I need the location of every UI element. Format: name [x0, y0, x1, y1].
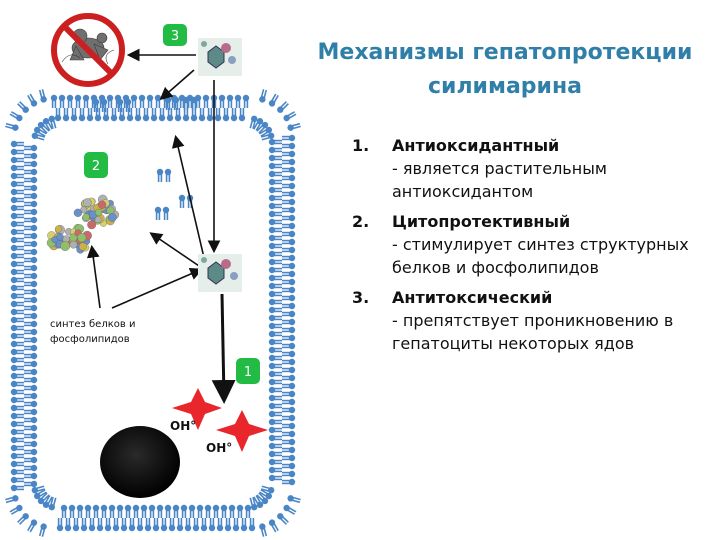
arrow-to-mid-lipids: [171, 134, 206, 263]
title-line-2: силимарина: [427, 74, 583, 99]
radical-label-1: OH°: [170, 419, 196, 433]
title-line-1: Механизмы гепатопротекции: [317, 40, 693, 65]
synthesis-label-line2: фосфолипидов: [50, 334, 130, 345]
mechanism-name: Антитоксический: [392, 288, 553, 307]
nucleus-icon: [100, 426, 180, 498]
mechanism-description: - препятствует проникновению в гепатоцит…: [392, 311, 674, 353]
arrow-to-top-lipids: [159, 69, 195, 101]
mechanism-number: 1.: [352, 136, 370, 155]
mechanism-item: 1. Антиоксидантный - является растительн…: [352, 134, 702, 203]
mechanism-name: Цитопротективный: [392, 212, 571, 231]
radical-label-2: OH°: [206, 441, 232, 455]
marker-1: 1: [236, 358, 260, 384]
mechanism-list: 1. Антиоксидантный - является растительн…: [352, 134, 702, 362]
marker-2: 2: [84, 152, 108, 178]
arrow-synthesis-to-proteins: [86, 244, 101, 309]
mechanism-description: - стимулирует синтез структурных белков …: [392, 235, 689, 277]
mechanism-item: 3. Антитоксический - препятствует проник…: [352, 286, 702, 355]
marker-3: 3: [163, 24, 187, 46]
page-title: Механизмы гепатопротекции силимарина: [300, 36, 710, 104]
svg-text:1: 1: [244, 365, 252, 380]
mechanism-number: 3.: [352, 288, 370, 307]
silymarin-molecule-icon: [198, 38, 242, 76]
silymarin-molecule-icon: [198, 254, 242, 292]
protein-molecule-icon: [46, 224, 92, 254]
arrow-to-low-lipids: [149, 232, 203, 269]
mechanism-number: 2.: [352, 212, 370, 231]
arrows: [86, 48, 236, 404]
cell-membrane: [5, 89, 301, 537]
protein-molecule-icon: [73, 194, 120, 230]
no-toxin-icon: [51, 13, 125, 87]
mechanism-item: 2. Цитопротективный - стимулирует синтез…: [352, 210, 702, 279]
svg-text:2: 2: [92, 159, 100, 174]
free-radical-star-icon: [172, 388, 222, 430]
svg-text:3: 3: [171, 29, 179, 44]
intracellular-lipids: [92, 96, 198, 220]
mechanism-name: Антиоксидантный: [392, 136, 560, 155]
synthesis-label-line1: синтез белков и: [50, 319, 135, 330]
mechanism-description: - является растительным антиоксидантом: [392, 159, 607, 201]
arrow-to-radicals: [211, 293, 236, 404]
arrow-synthesis-to-lipids: [111, 267, 203, 309]
free-radical-star-icon: [216, 410, 268, 452]
